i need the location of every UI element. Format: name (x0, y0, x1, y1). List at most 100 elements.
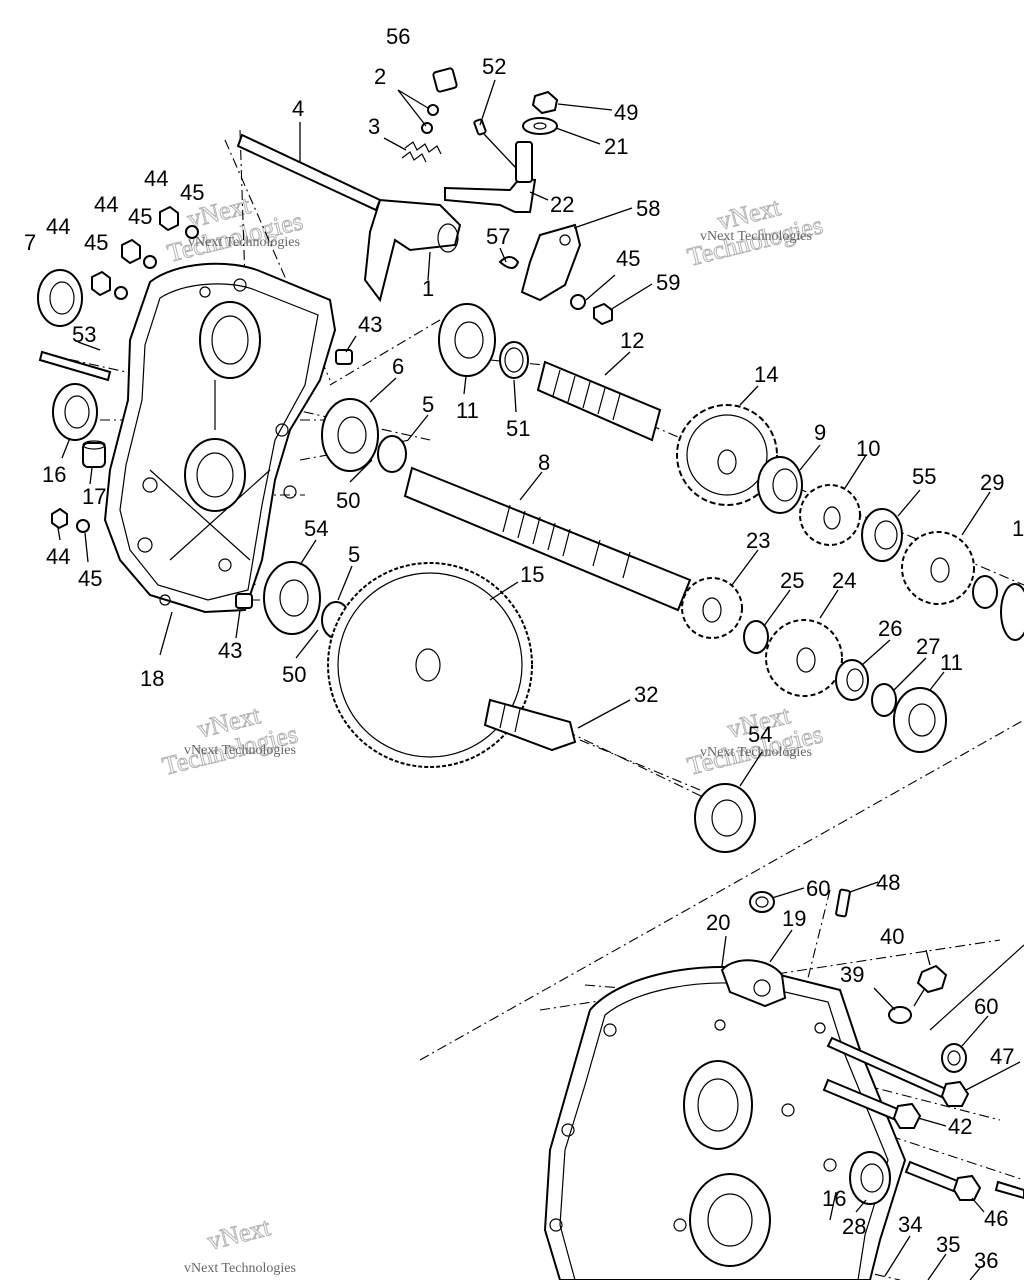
callout-60-a: 60 (806, 876, 830, 901)
callout-44-c: 44 (46, 214, 70, 239)
callout-28: 28 (842, 1214, 866, 1239)
callout-19: 19 (782, 906, 806, 931)
needle-bearing-26 (835, 659, 869, 701)
callout-44-b: 44 (94, 192, 118, 217)
clip-57 (498, 256, 520, 269)
callout-11-a: 11 (456, 398, 479, 423)
bolt-47 (826, 1036, 970, 1107)
callout-52: 52 (482, 54, 506, 79)
washer-27 (871, 683, 897, 717)
leader-lines (57, 79, 1021, 1280)
callout-27: 27 (916, 634, 940, 659)
watermark-mid-left: vNext Technologies vNext Technologies (159, 700, 301, 782)
callout-47: 47 (990, 1044, 1014, 1069)
bolt-46 (904, 1160, 1024, 1201)
collar-55 (861, 508, 903, 562)
callout-50-a: 50 (336, 488, 360, 513)
callout-numbers: 56 2 52 4 3 49 21 22 58 44 45 44 45 44 7… (24, 24, 1024, 1273)
bearing-11-lower (893, 687, 947, 753)
pin-48 (835, 888, 851, 918)
seal-16-right (849, 1151, 891, 1205)
callout-50-b: 50 (282, 662, 306, 687)
output-shaft-32 (483, 698, 577, 752)
callout-45-e: 45 (78, 566, 102, 591)
callout-40: 40 (880, 924, 904, 949)
callout-12: 12 (620, 328, 644, 353)
washer-13 (972, 575, 1024, 641)
washer-45-right (570, 294, 586, 310)
callout-23: 23 (746, 528, 770, 553)
stopper-plate-58 (520, 223, 582, 302)
callout-45-a: 45 (180, 180, 204, 205)
callout-45-d: 45 (616, 246, 640, 271)
circlip-51 (499, 341, 529, 379)
callout-59: 59 (656, 270, 680, 295)
callout-49: 49 (614, 100, 638, 125)
callout-54-b: 54 (748, 722, 772, 747)
callout-44-a: 44 (144, 166, 168, 191)
gear-23 (681, 577, 743, 639)
drain-plug-40 (913, 964, 948, 1007)
nut-washer-set-left (51, 205, 199, 533)
bearing-6 (321, 398, 379, 472)
callout-16-b: 16 (822, 1186, 846, 1211)
callout-54-a: 54 (304, 516, 328, 541)
callout-5-a: 5 (422, 392, 434, 417)
svg-text:vNext Technologies: vNext Technologies (184, 1261, 296, 1276)
callout-46: 46 (984, 1206, 1008, 1231)
callout-60-b: 60 (974, 994, 998, 1019)
svg-text:vNext Technologies: vNext Technologies (700, 745, 812, 760)
svg-text:vNext Technologies: vNext Technologies (700, 229, 812, 244)
callout-8: 8 (538, 450, 550, 475)
oil-seal-7 (37, 269, 83, 327)
callout-36: 36 (974, 1248, 998, 1273)
callout-1: 1 (422, 276, 434, 301)
plug-60-upper (749, 891, 775, 913)
callout-3: 3 (368, 114, 380, 139)
callout-25: 25 (780, 568, 804, 593)
shift-shaft-4 (236, 133, 382, 212)
shift-fork-1 (363, 198, 462, 303)
callout-44-d: 44 (46, 544, 70, 569)
callout-20: 20 (706, 910, 730, 935)
callout-53: 53 (72, 322, 96, 347)
circlip-25 (743, 620, 769, 654)
shift-arm-22 (444, 141, 537, 213)
bearing-54-left (263, 561, 321, 635)
washer-21 (522, 117, 558, 135)
callout-22: 22 (550, 192, 574, 217)
callout-45-b: 45 (128, 204, 152, 229)
callout-45-c: 45 (84, 230, 108, 255)
bearing-11-upper (438, 303, 496, 377)
callout-48: 48 (876, 870, 900, 895)
breather-19 (720, 959, 787, 1008)
callout-18: 18 (140, 666, 164, 691)
shaft-12 (536, 360, 662, 442)
oil-seal-16-left (52, 383, 98, 441)
callout-35: 35 (936, 1232, 960, 1257)
dowel-pin-43-lower (235, 593, 253, 609)
callout-24: 24 (832, 568, 856, 593)
gear-10 (799, 484, 861, 546)
callout-21: 21 (604, 134, 628, 159)
main-shaft-8 (403, 466, 692, 612)
callout-26: 26 (878, 616, 902, 641)
callout-14: 14 (754, 362, 778, 387)
bearing-54-lower (694, 783, 756, 853)
callout-29: 29 (980, 470, 1004, 495)
callout-17: 17 (82, 484, 106, 509)
watermark-top-right: vNext Technologies vNext Technologies (684, 192, 826, 273)
bushing-17 (82, 440, 106, 468)
bolt-42 (822, 1078, 922, 1129)
nut-49 (531, 90, 559, 115)
plug-56 (432, 67, 458, 93)
gear-24 (765, 619, 843, 697)
callout-11-b: 11 (940, 650, 963, 675)
callout-32: 32 (634, 682, 658, 707)
callout-10: 10 (856, 436, 880, 461)
right-case-half (543, 965, 907, 1280)
callout-9: 9 (814, 420, 826, 445)
callout-55: 55 (912, 464, 936, 489)
dowel-pin-43-upper (335, 349, 353, 365)
